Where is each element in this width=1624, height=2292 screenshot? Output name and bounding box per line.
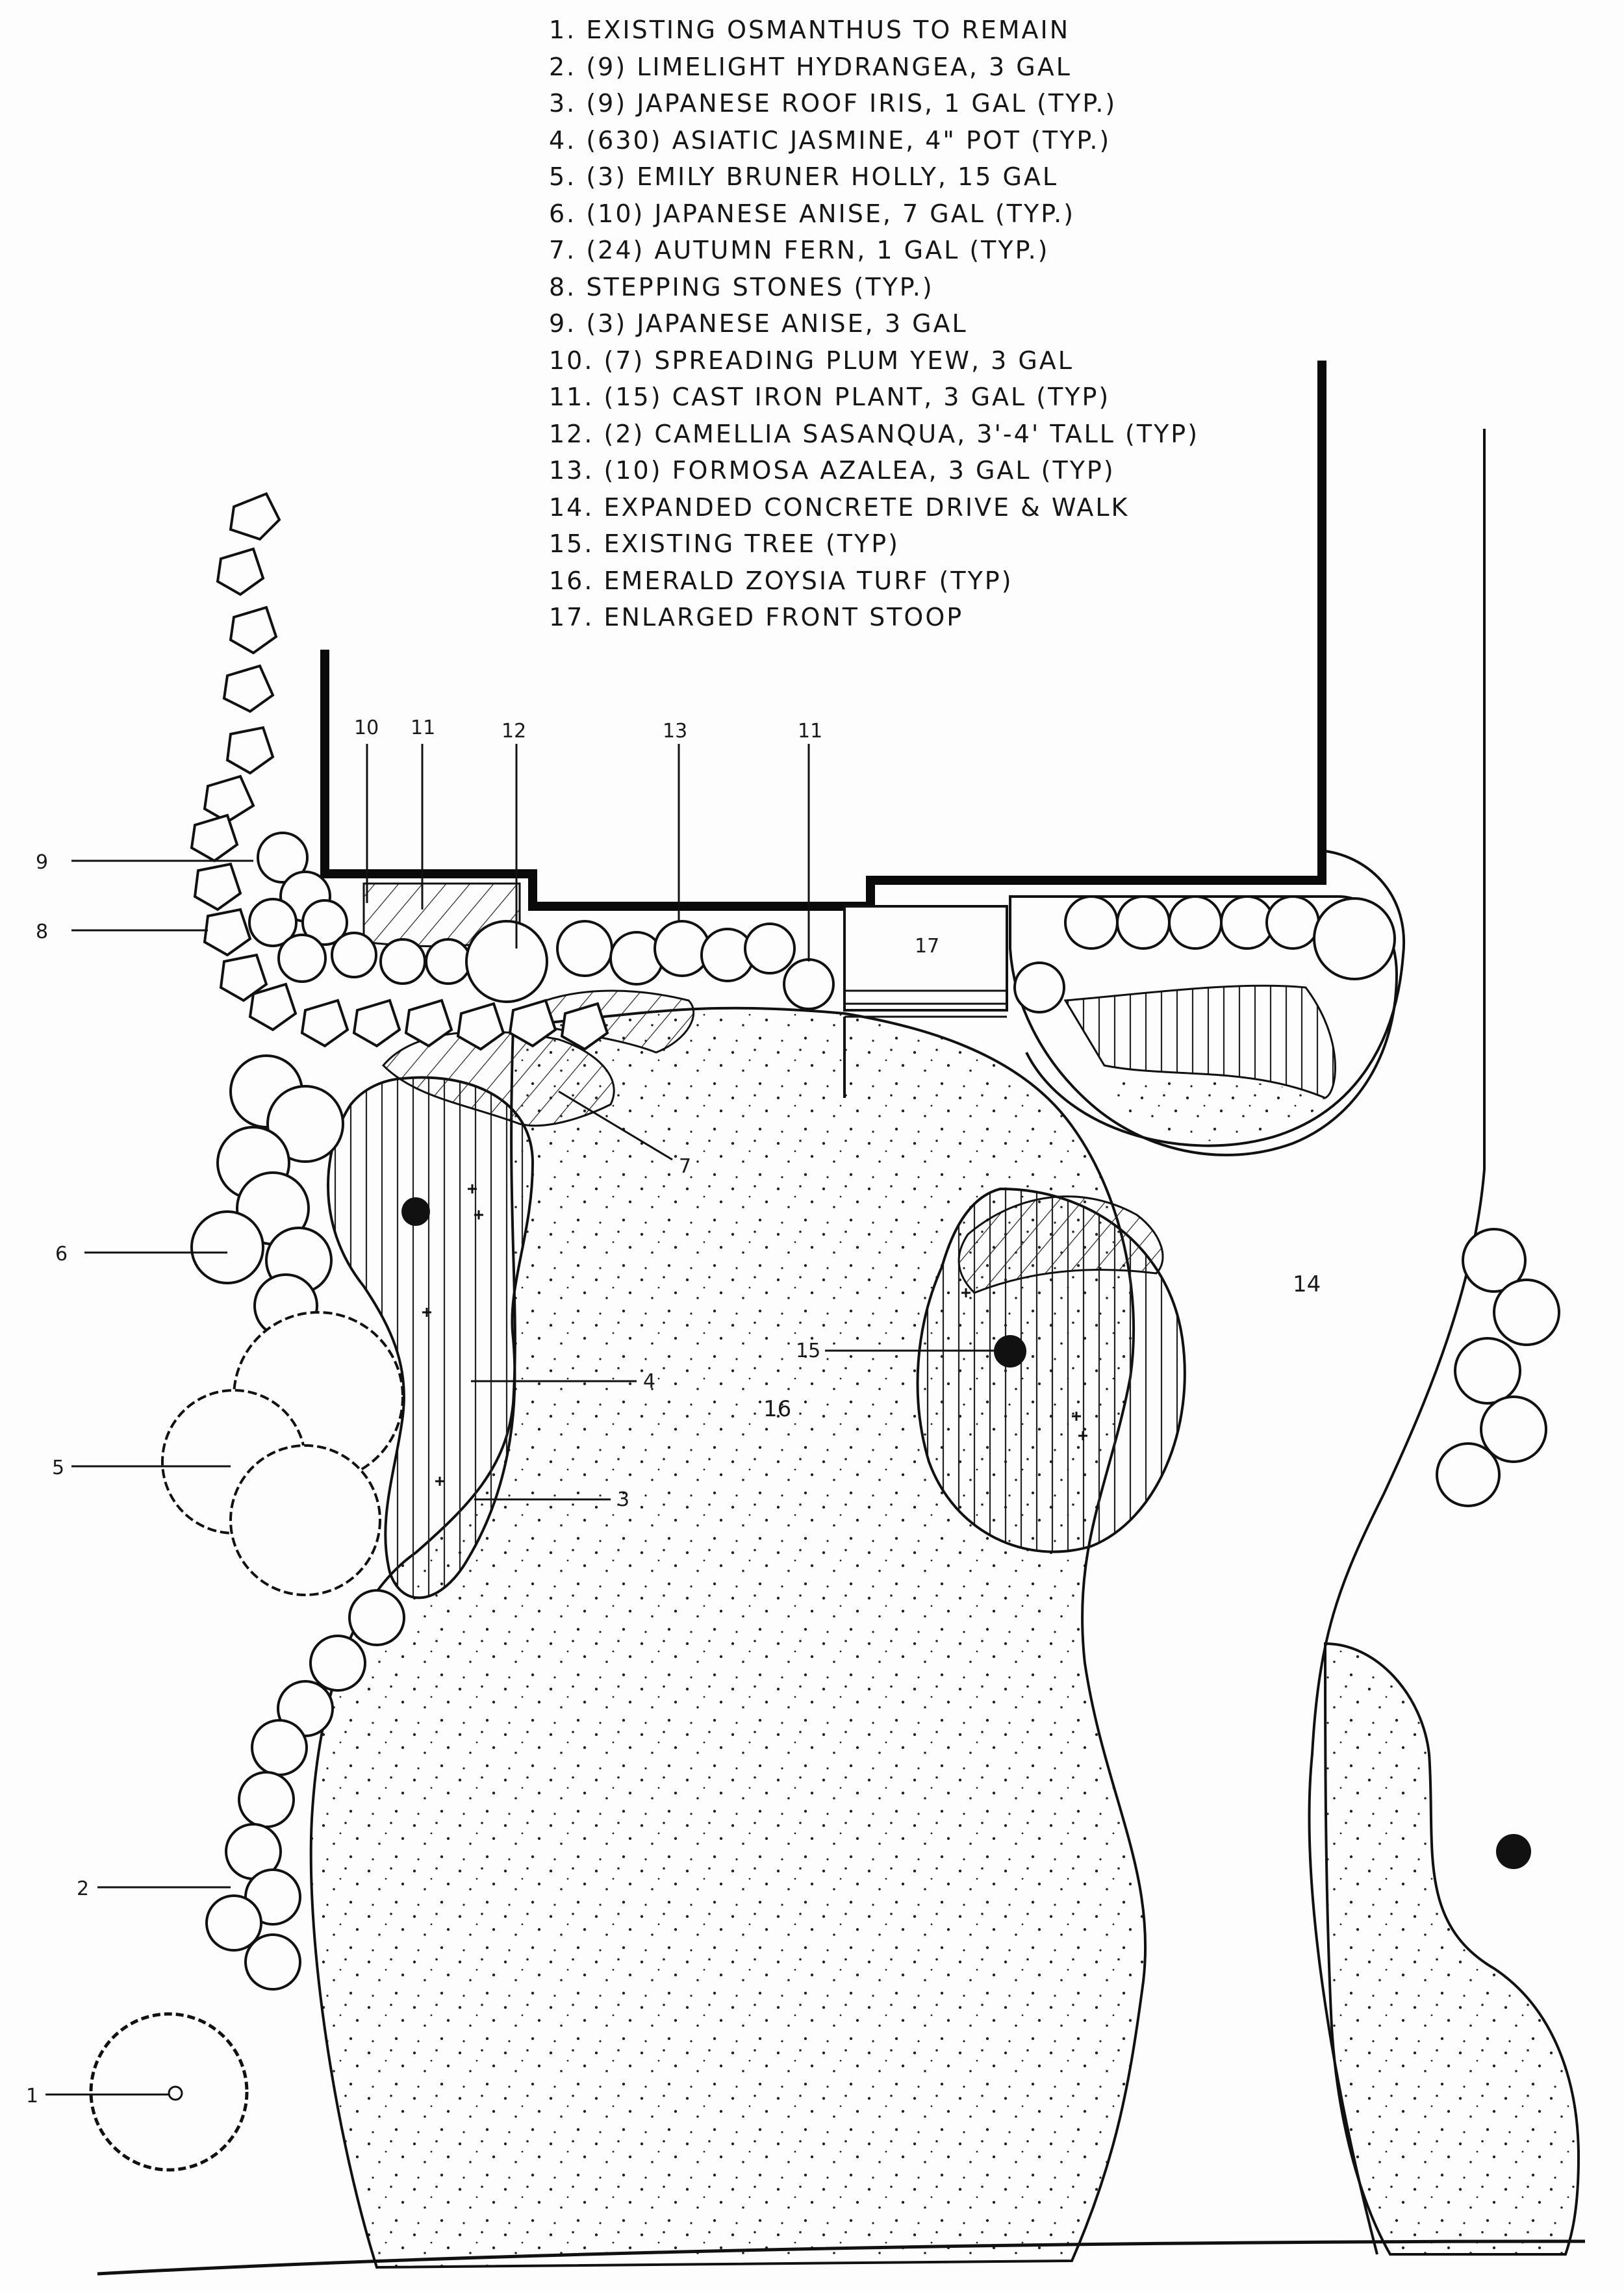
cast-iron-plant-side [1013,961,1065,1013]
azalea-row-right [1064,895,1320,950]
front-stoop [843,905,1008,1012]
jasmine-bed-right-hatch [1063,984,1336,1099]
legend-item: 7. (24) Autumn Fern, 1 gal (typ.) [549,236,1050,264]
legend-item: 17. Enlarged front stoop [549,603,964,631]
cast-iron-plant-stoop [783,958,835,1010]
callout-3: 3 [617,1488,629,1511]
japanese-anise-cluster-right [1436,1228,1560,1507]
existing-tree-center [994,1335,1026,1368]
callout-9: 9 [36,851,48,874]
callout-10: 10 [354,717,379,739]
fern-bed-center [958,1195,1164,1294]
plant-legend: 1. Existing Osmanthus to remain 2. (9) L… [549,12,1231,636]
property-line [97,2239,1586,2276]
legend-item: 3. (9) Japanese Roof Iris, 1 gal (typ.) [549,89,1117,118]
callout-13: 13 [663,720,687,743]
camellia-left [465,920,548,1003]
legend-item: 9. (3) Japanese Anise, 3 gal [549,309,968,338]
holly-cluster [161,1311,404,1596]
legend-item: 14. Expanded concrete drive & walk [549,492,1130,522]
legend-item: 5. (3) Emily Bruner Holly, 15 gal [549,162,1059,191]
hydrangea-cluster [205,1589,405,1991]
legend-item: 16. Emerald Zoysia turf (typ) [549,566,1013,595]
callout-16: 16 [763,1396,791,1422]
leader-lines [45,744,994,2096]
jasmine-bed-left [327,1076,535,1599]
legend-item: 13. (10) Formosa Azalea, 3 gal (typ) [549,456,1115,485]
callout-15: 15 [796,1340,820,1362]
legend-item: 10. (7) Spreading Plum Yew, 3 gal [549,346,1074,375]
iris-markers [422,1184,1087,1486]
callout-2: 2 [77,1878,89,1900]
callout-11-right: 11 [798,720,822,743]
legend-item: 11. (15) Cast Iron Plant, 3 gal (typ) [549,383,1111,411]
callout-7: 7 [679,1155,691,1178]
azalea-row [556,920,796,986]
callout-5: 5 [52,1457,64,1479]
callout-17: 17 [915,935,939,958]
callout-1: 1 [26,2085,38,2107]
side-bed-circle [1025,850,1406,1147]
callout-6: 6 [55,1243,68,1266]
callout-12: 12 [501,720,526,743]
callout-8: 8 [36,921,48,943]
legend-item: 8. Stepping stones (typ.) [549,272,934,301]
osmanthus-center [168,2085,183,2101]
callout-14: 14 [1293,1271,1321,1297]
legend-item: 1. Existing Osmanthus to remain [549,16,1071,44]
stepping-stones [190,492,609,1051]
callout-11-left: 11 [411,717,435,739]
existing-tree-right [1496,1834,1531,1869]
turf-area-right [1323,1642,1580,2256]
camellia-right [1313,897,1396,980]
driveway-edge [1308,429,1486,2255]
legend-item: 15. Existing tree (typ) [549,529,900,558]
legend-item: 4. (630) Asiatic Jasmine, 4" pot (typ.) [549,125,1111,155]
japanese-anise-cluster-lower [190,1054,344,1338]
turf-area-right-bed [1098,1072,1325,1141]
legend-item: 6. (10) Japanese Anise, 7 gal (typ.) [549,199,1076,228]
legend-item: 12. (2) Camellia Sasanqua, 3'-4' tall (t… [549,419,1200,448]
callout-4: 4 [643,1370,655,1393]
house-outline [320,361,1326,911]
legend-item: 2. (9) Limelight Hydrangea, 3 gal [549,52,1072,81]
existing-tree-left [401,1197,430,1226]
